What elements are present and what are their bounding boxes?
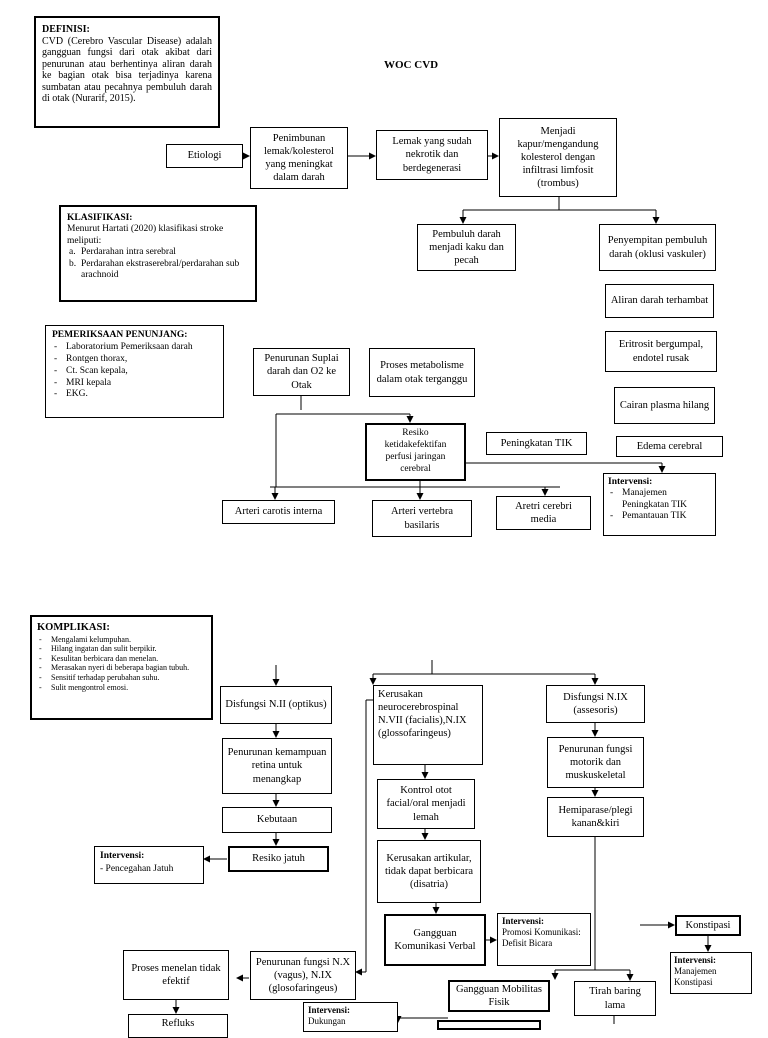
node-kerusakan-neuro: Kerusakan neurocerebrospinal N.VII (faci… [373,685,483,765]
komplikasi-item: Mengalami kelumpuhan. [37,635,189,645]
komplikasi-item: Hilang ingatan dan sulit berpikir. [37,644,189,654]
definisi-box: DEFINISI: CVD (Cerebro Vascular Disease)… [34,16,220,128]
node-eritrosit: Eritrosit bergumpal, endotel rusak [605,331,717,372]
node-edema: Edema cerebral [616,436,723,457]
komplikasi-item: Kesulitan berbicara dan menelan. [37,654,189,664]
node-resiko-perfusi: Resiko ketidakefektifan perfusi jaringan… [365,423,466,481]
intervensi-konstipasi-box: Intervensi: Manajemen Konstipasi [670,952,752,994]
intervensi-mobilitas-box: Intervensi: Dukungan [303,1002,398,1032]
komplikasi-box: KOMPLIKASI: Mengalami kelumpuhan. Hilang… [30,615,213,720]
node-penimbunan: Penimbunan lemak/kolesterol yang meningk… [250,127,348,189]
intervensi-tik-item: Manajemen Peningkatan TIK [608,488,711,511]
node-komunikasi-verbal: Gangguan Komunikasi Verbal [384,914,486,966]
komplikasi-heading: KOMPLIKASI: [37,622,110,633]
node-disfungsi-n9: Disfungsi N.IX (assesoris) [546,685,645,723]
komplikasi-item: Sulit mengontrol emosi. [37,683,189,693]
node-vertebra: Arteri vertebra basilaris [372,500,472,537]
node-kebutaan: Kebutaan [222,807,332,833]
intervensi-mobilitas-text: Dukungan [308,1015,346,1026]
intervensi-mobilitas-heading: Intervensi: [308,1005,350,1015]
node-kapur: Menjadi kapur/mengandung kolesterol deng… [499,118,617,197]
node-kaku: Pembuluh darah menjadi kaku dan pecah [417,224,516,271]
komplikasi-item: Sensitif terhadap perubahan suhu. [37,673,189,683]
node-resiko-jatuh: Resiko jatuh [228,846,329,872]
node-hemiparase: Hemiparase/plegi kanan&kiri [547,797,644,837]
definisi-heading: DEFINISI: [42,24,90,35]
intervensi-komunikasi-text: Promosi Komunikasi: Defisit Bicara [502,926,581,948]
node-mobilitas: Gangguan Mobilitas Fisik [448,980,550,1012]
node-peningkatan-tik: Peningkatan TIK [486,432,587,455]
intervensi-jatuh-heading: Intervensi: [100,851,145,861]
intervensi-komunikasi-box: Intervensi: Promosi Komunikasi: Defisit … [497,913,591,966]
pemeriksaan-item: EKG. [52,389,193,401]
pemeriksaan-item: Laboratorium Pemeriksaan darah [52,342,193,354]
node-carotis: Arteri carotis interna [222,500,335,524]
klasifikasi-box: KLASIFIKASI: Menurut Hartati (2020) klas… [59,205,257,302]
node-motorik: Penurunan fungsi motorik dan muskuskelet… [547,737,644,788]
klasifikasi-heading: KLASIFIKASI: [67,213,133,223]
node-cerebri: Aretri cerebri media [496,496,591,530]
klasifikasi-text: Menurut Hartati (2020) klasifikasi strok… [67,224,224,246]
node-penyempitan: Penyempitan pembuluh darah (oklusi vasku… [599,224,716,271]
definisi-text: CVD (Cerebro Vascular Disease) adalah ga… [42,35,212,105]
intervensi-jatuh-box: Intervensi: - Pencegahan Jatuh [94,846,204,884]
intervensi-komunikasi-heading: Intervensi: [502,916,544,926]
node-penurunan-suplai: Penurunan Suplai darah dan O2 ke Otak [253,348,350,396]
intervensi-konstipasi-text: Manajemen Konstipasi [674,965,717,987]
node-menelan: Proses menelan tidak efektif [123,950,229,1000]
intervensi-konstipasi-heading: Intervensi: [674,955,716,965]
node-proses-metabolisme: Proses metabolisme dalam otak terganggu [369,348,475,397]
node-etiologi: Etiologi [166,144,243,168]
pemeriksaan-item: Ct. Scan kepala, [52,366,193,378]
intervensi-tik-heading: Intervensi: [608,477,653,487]
node-disfungsi-n2: Disfungsi N.II (optikus) [220,686,332,724]
komplikasi-list: Mengalami kelumpuhan. Hilang ingatan dan… [37,635,189,693]
node-lemak: Lemak yang sudah nekrotik dan berdegener… [376,130,488,180]
komplikasi-item: Merasakan nyeri di beberapa bagian tubuh… [37,663,189,673]
klasifikasi-item: a.Perdarahan intra serebral [69,247,176,258]
intervensi-tik-list: Manajemen Peningkatan TIK Pemantauan TIK [608,488,711,523]
node-kontrol-otot: Kontrol otot facial/oral menjadi lemah [377,779,475,829]
node-tirah-baring: Tirah baring lama [574,981,656,1016]
node-refluks: Refluks [128,1014,228,1038]
node-artikular: Kerusakan artikular, tidak dapat berbica… [377,840,481,903]
pemeriksaan-item: Rontgen thorax, [52,354,193,366]
node-vagus: Penurunan fungsi N.X (vagus), N.IX (glos… [250,951,356,1000]
page-title: WOC CVD [384,59,439,71]
node-konstipasi: Konstipasi [675,915,741,936]
intervensi-tik-box: Intervensi: Manajemen Peningkatan TIK Pe… [603,473,716,536]
klasifikasi-list: a.Perdarahan intra serebral b.Perdarahan… [67,247,249,281]
pemeriksaan-box: PEMERIKSAAN PENUNJANG: Laboratorium Peme… [45,325,224,418]
pemeriksaan-list: Laboratorium Pemeriksaan darah Rontgen t… [52,342,193,401]
node-aliran: Aliran darah terhambat [605,284,714,318]
pemeriksaan-heading: PEMERIKSAAN PENUNJANG: [52,330,188,340]
intervensi-jatuh-text: - Pencegahan Jatuh [100,864,174,875]
intervensi-tik-item: Pemantauan TIK [608,511,711,523]
node-partial-bottom [437,1020,541,1030]
klasifikasi-item: b.Perdarahan ekstraserebral/perdarahan s… [69,258,240,280]
node-cairan: Cairan plasma hilang [614,387,715,424]
pemeriksaan-item: MRI kepala [52,378,193,390]
node-retina: Penurunan kemampuan retina untuk menangk… [222,738,332,794]
